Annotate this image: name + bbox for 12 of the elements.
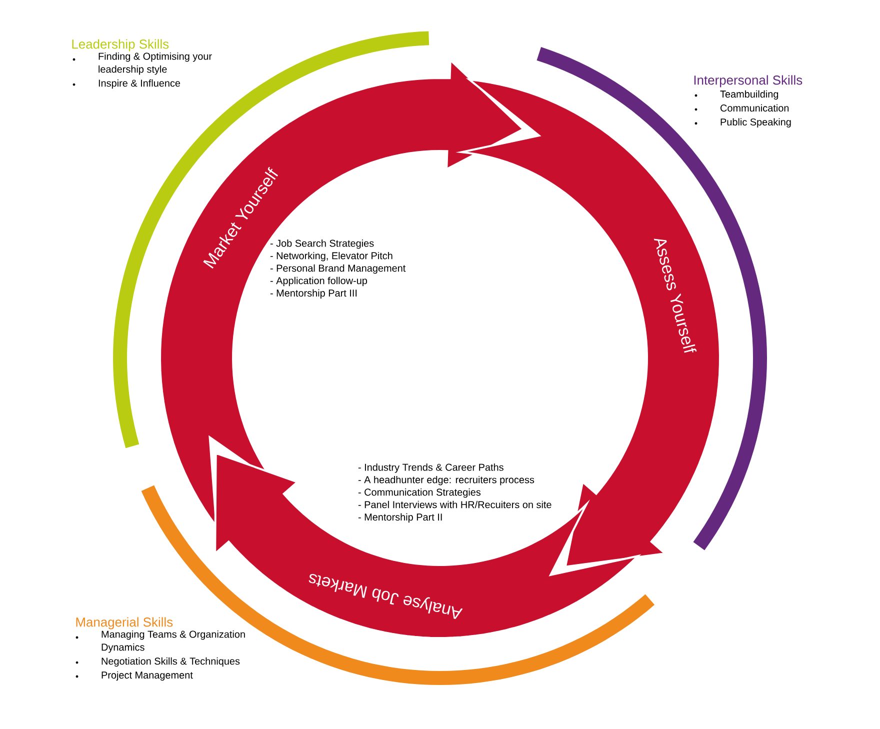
list-item: - Job Search Strategies <box>270 240 374 249</box>
skill-heading: Leadership Skills <box>72 39 169 52</box>
bullet-item: Inspire & Influence <box>72 79 180 89</box>
bullet-item: Negotiation Skills & Techniques <box>76 657 240 667</box>
list-item: - Networking, Elevator Pitch <box>270 252 392 262</box>
skill-heading: Managerial Skills <box>76 617 173 630</box>
list-item: - Mentorship Part II <box>358 513 442 523</box>
bullet-item: Finding & Optimising your leadership style <box>72 52 212 75</box>
bullet-item: Project Management <box>76 671 193 681</box>
list-item: - Mentorship Part III <box>270 289 357 299</box>
list-item: - Application follow-up <box>270 276 368 286</box>
list-item: - Personal Brand Management <box>270 264 406 274</box>
